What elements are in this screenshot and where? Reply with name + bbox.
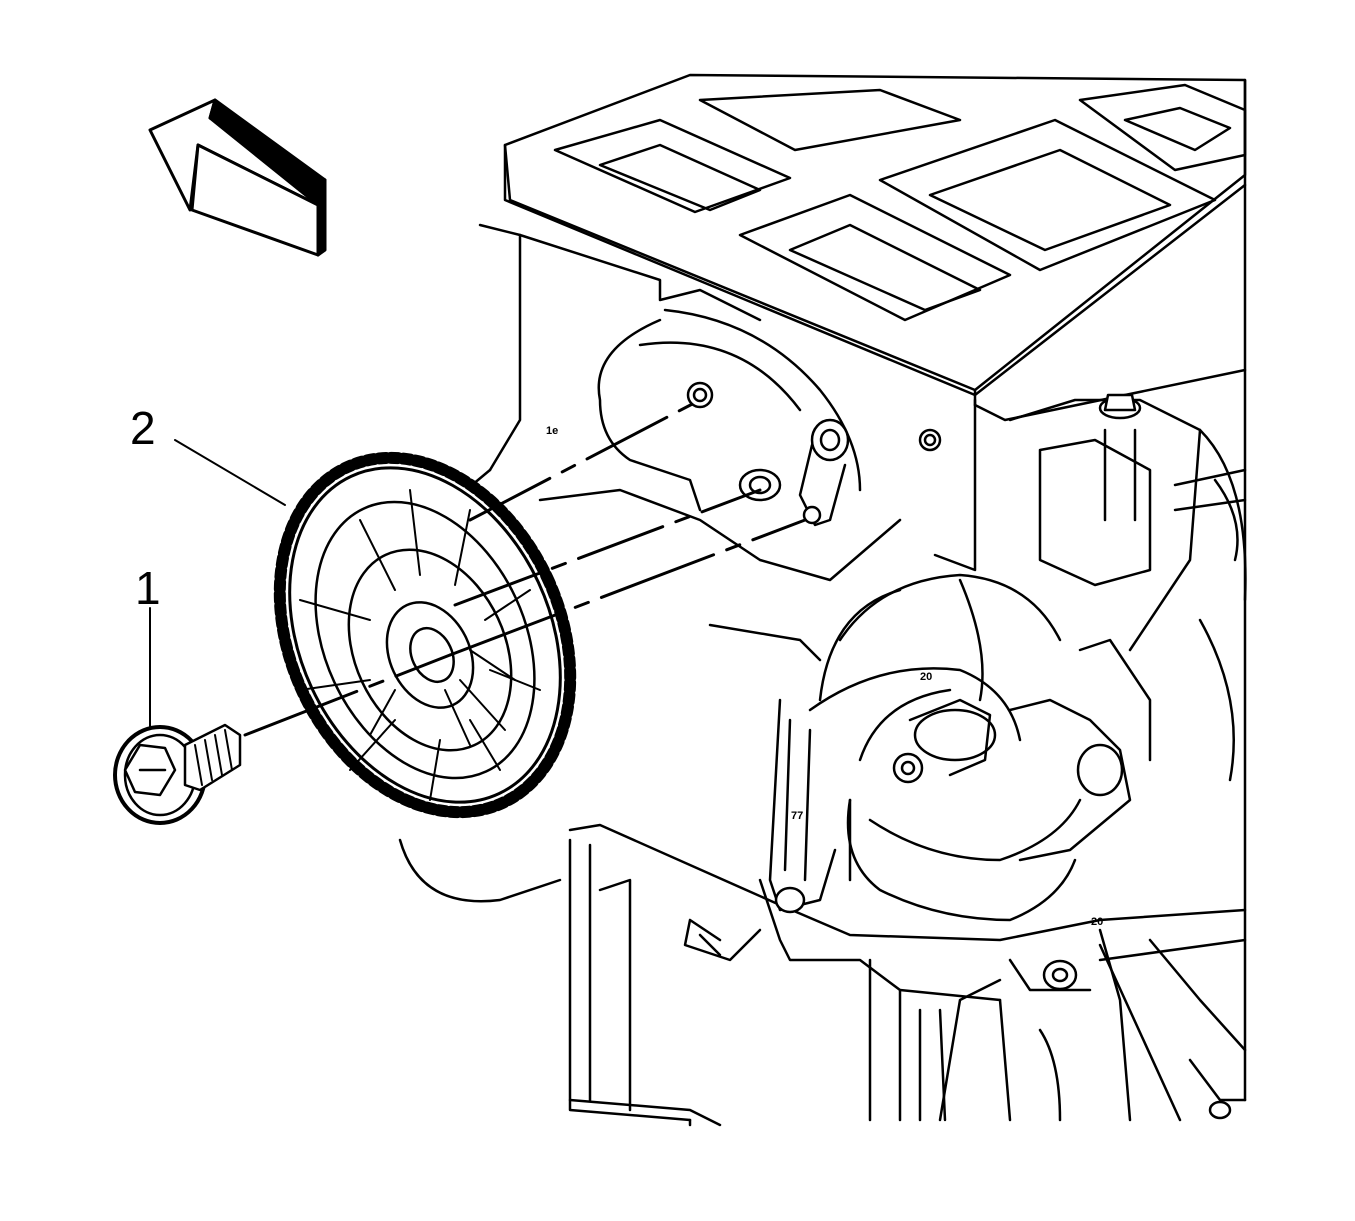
hvac-module-housing xyxy=(478,73,1247,572)
actuator-bracket xyxy=(1008,393,1247,782)
gear-component-2 xyxy=(273,451,577,819)
molded-part-tag: 20 xyxy=(1091,916,1104,928)
callout-leaders xyxy=(149,439,286,729)
lower-housing-frame xyxy=(568,78,1247,1127)
callout-label-2: 2 xyxy=(130,402,156,454)
molded-part-tag: 1e xyxy=(546,425,559,437)
bolt-component-1 xyxy=(113,723,242,825)
molded-part-tag: 77 xyxy=(791,810,804,822)
door-crank-assembly xyxy=(808,573,1152,922)
callout-label-1: 1 xyxy=(135,562,161,614)
forward-direction-arrow-icon xyxy=(148,98,327,257)
assembly-centerlines xyxy=(243,398,807,737)
molded-part-tag: 20 xyxy=(920,671,933,683)
